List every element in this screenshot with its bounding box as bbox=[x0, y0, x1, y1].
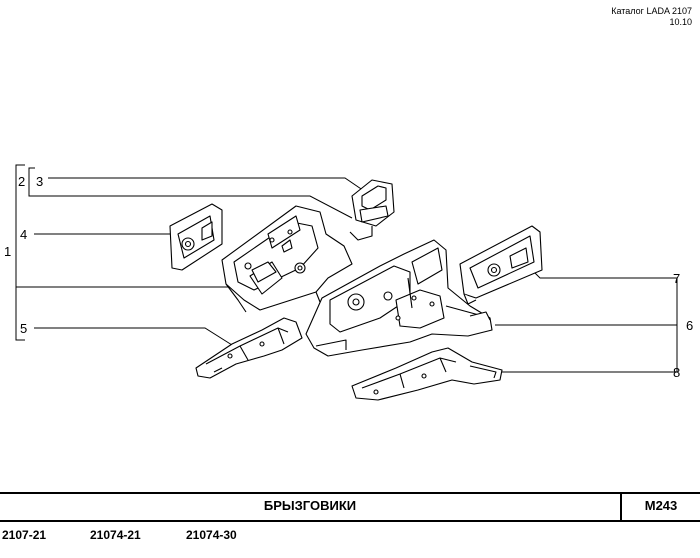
callout-4: 4 bbox=[20, 227, 27, 242]
footer-top-rule bbox=[0, 492, 700, 494]
leader-lines bbox=[15, 164, 678, 373]
model-code: 21074-21 bbox=[90, 528, 141, 542]
parts-diagram: 1 2 3 4 5 6 7 8 bbox=[4, 164, 693, 401]
catalog-date: 10.10 bbox=[669, 17, 692, 27]
title-divider bbox=[620, 494, 622, 520]
bracket-2 bbox=[28, 167, 35, 197]
leader-2 bbox=[35, 195, 353, 219]
callout-2: 2 bbox=[18, 174, 25, 189]
model-code: 21074-30 bbox=[186, 528, 237, 542]
callout-7: 7 bbox=[673, 271, 680, 286]
callout-numbers: 1 2 3 4 5 6 7 8 bbox=[4, 174, 693, 380]
section-code: M243 bbox=[644, 498, 678, 513]
callout-1: 1 bbox=[4, 244, 11, 259]
callout-6: 6 bbox=[686, 318, 693, 333]
callout-3: 3 bbox=[36, 174, 43, 189]
part-4-panel bbox=[169, 203, 223, 271]
part-1-assembly bbox=[221, 205, 353, 313]
catalog-header: Каталог LADA 2107 10.10 bbox=[611, 6, 692, 28]
part-drawings bbox=[169, 179, 543, 401]
callout-5: 5 bbox=[20, 321, 27, 336]
footer-bottom-rule bbox=[0, 520, 700, 522]
bracket-1 bbox=[15, 164, 25, 341]
part-3-bracket bbox=[349, 179, 395, 241]
part-7-panel bbox=[459, 225, 543, 305]
part-5-member bbox=[195, 317, 303, 379]
leader-5 bbox=[34, 327, 233, 346]
leader-7 bbox=[529, 267, 668, 279]
catalog-title: Каталог LADA 2107 bbox=[611, 6, 692, 16]
callout-8: 8 bbox=[673, 365, 680, 380]
part-6-assembly bbox=[305, 239, 493, 357]
model-code: 2107-21 bbox=[2, 528, 47, 542]
footer-title-bar: БРЫЗГОВИКИ M243 bbox=[0, 494, 700, 520]
part-8-member bbox=[351, 347, 503, 401]
leader-3 bbox=[48, 177, 371, 196]
section-title: БРЫЗГОВИКИ bbox=[263, 498, 357, 513]
